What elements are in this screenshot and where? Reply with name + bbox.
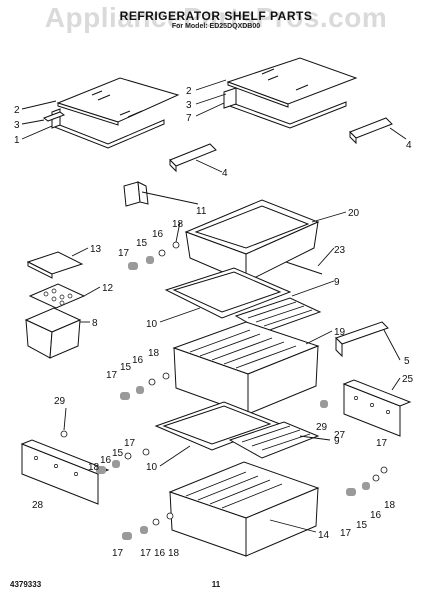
crisper-pan-middle: [172, 321, 320, 415]
shelf-trim-right: [349, 117, 393, 139]
callout-18: 18: [88, 462, 100, 473]
callout-17: 17: [340, 528, 352, 539]
callout-17: 17: [376, 438, 388, 449]
callout-9: 9: [334, 277, 340, 288]
roller-hardware-sets: [60, 241, 388, 540]
callout-28: 28: [32, 500, 44, 511]
callout-3: 3: [186, 100, 192, 111]
callout-8: 8: [92, 318, 98, 329]
leader-lines: [21, 79, 407, 533]
callout-18: 18: [384, 500, 396, 511]
callout-12: 12: [102, 283, 114, 294]
callout-18: 18: [172, 219, 184, 230]
callout-2: 2: [186, 86, 192, 97]
callout-7: 7: [186, 113, 192, 124]
callout-2: 2: [14, 105, 20, 116]
callout-20: 20: [348, 208, 360, 219]
callout-4: 4: [222, 168, 228, 179]
callout-19: 19: [334, 327, 346, 338]
callout-15: 15: [136, 238, 148, 249]
callout-18: 18: [148, 348, 160, 359]
callout-5: 5: [404, 356, 410, 367]
shelf-assembly-left: [42, 77, 180, 149]
callout-16: 16: [100, 455, 112, 466]
callout-16: 16: [132, 355, 144, 366]
callout-17: 17: [118, 248, 130, 259]
callout-11: 11: [196, 206, 207, 217]
callout-16: 16: [152, 229, 164, 240]
callout-16: 16: [154, 548, 166, 559]
shelf-frame-left: [51, 119, 165, 149]
callout-1: 1: [14, 135, 20, 146]
callout-29: 29: [54, 396, 66, 407]
callout-29: 29: [316, 422, 328, 433]
divider-rod: [285, 261, 323, 275]
shelf-bracket-left: [42, 111, 66, 122]
page-title: REFRIGERATOR SHELF PARTS: [119, 9, 313, 23]
page-number: 11: [211, 580, 221, 589]
callout-13: 13: [90, 244, 102, 255]
callout-16: 16: [370, 510, 382, 521]
callout-10: 10: [146, 319, 158, 330]
callout-17: 17: [140, 548, 152, 559]
callout-23: 23: [334, 245, 346, 256]
page-subtitle: For Model: ED25DQXDB00: [171, 23, 261, 30]
callout-9: 9: [334, 436, 340, 447]
callout-17: 17: [106, 370, 118, 381]
pan-support-bracket-right: [342, 379, 412, 437]
pan-support-bracket-left: [20, 439, 110, 505]
callout-labels: 2 3 1 2 3 7 4 4 11 20 18 16 15 17 23 13 …: [14, 86, 414, 559]
callout-15: 15: [120, 362, 132, 373]
callout-10: 10: [146, 462, 158, 473]
callout-3: 3: [14, 120, 20, 131]
shelf-trim-left: [169, 143, 217, 167]
callout-14: 14: [318, 530, 330, 541]
callout-27: 27: [334, 430, 346, 441]
crisper-pan-lower: [168, 461, 320, 557]
glass-shelf-right: [226, 57, 358, 105]
glass-shelf-left: [56, 77, 180, 123]
callout-15: 15: [356, 520, 368, 531]
callout-15: 15: [112, 448, 124, 459]
watermark: AppliancePartsPros.com: [44, 2, 388, 33]
cover-part-11: [123, 181, 141, 207]
shelf-bracket-right: [223, 87, 237, 109]
callout-4: 4: [406, 140, 412, 151]
callout-18: 18: [168, 548, 180, 559]
callout-25: 25: [402, 374, 414, 385]
shelf-assembly-right: [223, 57, 358, 129]
callout-17: 17: [124, 438, 136, 449]
callout-17: 17: [112, 548, 124, 559]
tray-insert: [28, 283, 86, 309]
document-number: 4379333: [10, 580, 42, 589]
